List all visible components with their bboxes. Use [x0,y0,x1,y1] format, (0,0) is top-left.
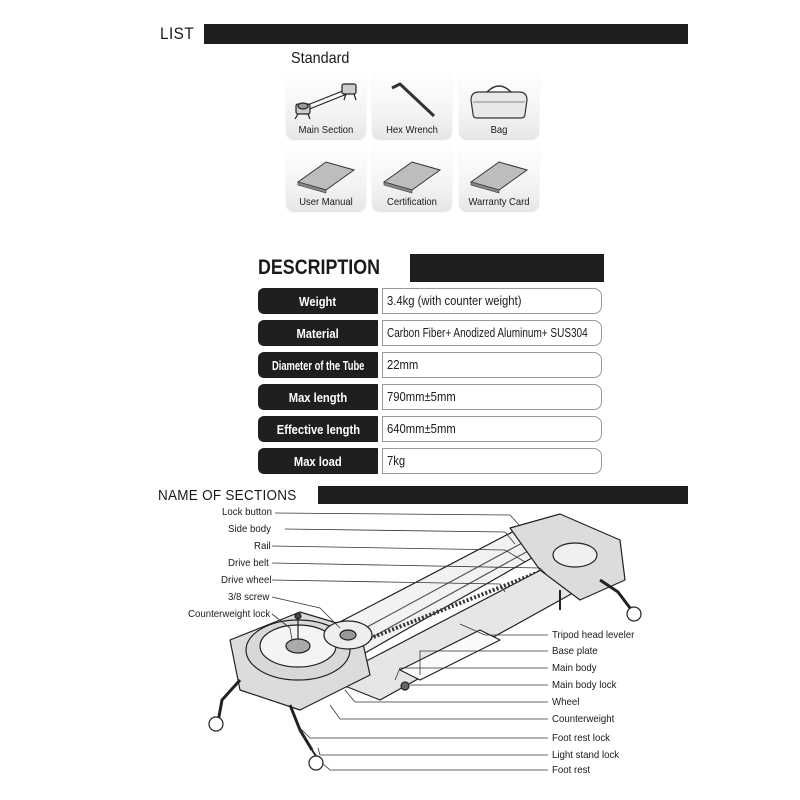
callout-side-body: Side body [228,523,271,535]
item-hex-wrench: Hex Wrench [372,74,452,140]
standard-label: Standard [291,50,350,67]
callout-wheel: Wheel [552,696,580,708]
description-section-header: DESCRIPTION [258,252,604,284]
spec-key: Material [296,325,340,341]
item-label: Certification [387,196,437,208]
callout-drive-belt: Drive belt [228,557,269,569]
callout-counterweight-lock: Counterweight lock [188,608,271,620]
spec-value: 3.4kg (with counter weight) [387,294,522,308]
callout-light-stand-lock: Light stand lock [552,749,620,761]
hex-wrench-icon [391,82,436,118]
spec-key: Max load [294,453,342,469]
callout-rail: Rail [254,540,271,552]
header-bar [317,486,688,504]
booklet-icon [382,161,442,194]
callout-foot-rest-lock: Foot rest lock [552,732,610,744]
callout-counterweight: Counterweight [552,713,615,725]
spec-row-weight: Weight 3.4kg (with counter weight) [258,288,602,314]
spec-key: Weight [299,293,337,309]
item-label: Hex Wrench [386,124,438,136]
header-bar [409,254,604,282]
spec-row-tube-diameter: Diameter of the Tube 22mm [258,352,602,378]
spec-value: 7kg [387,454,406,468]
item-user-manual: User Manual [286,146,366,212]
spec-row-effective-length: Effective length 640mm±5mm [258,416,602,442]
callout-lock-button: Lock button [222,506,272,518]
callout-foot-rest: Foot rest [552,764,591,776]
slider-diagram [208,512,642,771]
list-heading: LIST [160,24,195,43]
spec-value: 640mm±5mm [387,422,456,436]
item-certification: Certification [372,146,452,212]
sections-heading: NAME OF SECTIONS [158,486,297,504]
spec-key: Effective length [276,421,360,437]
spec-value: Carbon Fiber+ Anodized Aluminum+ SUS304 [387,326,588,340]
callout-base-plate: Base plate [552,645,598,657]
header-bar [203,24,688,44]
booklet-icon [296,161,356,194]
item-label: Warranty Card [468,196,530,208]
spec-row-material: Material Carbon Fiber+ Anodized Aluminum… [258,320,602,346]
item-label: Bag [490,124,508,136]
callout-tripod-head-leveler: Tripod head leveler [552,629,635,641]
spec-row-max-load: Max load 7kg [258,448,602,474]
item-bag: Bag [459,74,539,140]
spec-value: 790mm±5mm [387,390,456,404]
callout-main-body-lock: Main body lock [552,679,617,691]
item-warranty-card: Warranty Card [459,146,539,212]
bag-icon [470,85,528,119]
callout-main-body: Main body [552,662,597,674]
callout-drive-wheel: Drive wheel [221,574,272,586]
item-label: Main Section [298,124,354,136]
list-section-header: LIST [160,22,688,46]
booklet-icon [469,161,529,194]
callout-screw: 3/8 screw [228,591,270,603]
spec-value: 22mm [387,358,419,372]
spec-key: Diameter of the Tube [271,357,365,373]
item-label: User Manual [299,196,353,208]
spec-key: Max length [288,389,348,405]
item-main-section: Main Section [286,74,366,140]
sections-section-header: NAME OF SECTIONS [158,484,688,506]
description-heading: DESCRIPTION [258,256,380,279]
spec-row-max-length: Max length 790mm±5mm [258,384,602,410]
slider-icon [294,83,357,120]
